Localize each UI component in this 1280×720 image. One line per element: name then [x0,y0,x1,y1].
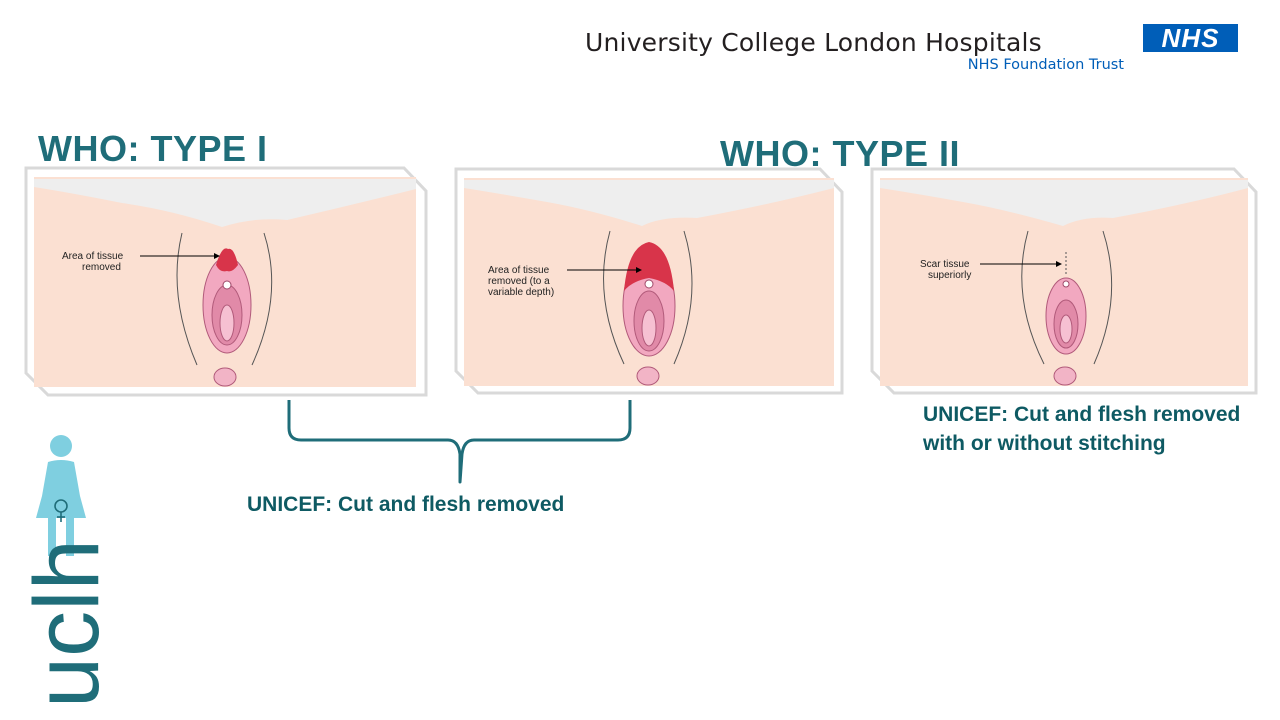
diagram-panel-type-one-variant: Area of tissue removed (to a variable de… [452,166,846,398]
panel-label-line: Area of tissue [488,265,550,276]
panel-label-line: superiorly [928,270,971,281]
panel-label-line: Scar tissue [920,259,970,270]
caption-group-two: UNICEF: Cut and flesh removed with or wi… [923,403,1241,455]
panel-label-line: Area of tissue [62,251,124,262]
heading-type-two: WHO: Type II [720,133,960,174]
trust-name: NHS Foundation Trust [967,57,1124,73]
diagram-panel-type-two: Scar tissue superiorly [868,166,1260,398]
panel-label-line: removed [82,262,121,273]
organisation-name: University College London Hospitals [585,28,1042,57]
diagram-panel-type-one: Area of tissue removed [22,165,428,400]
heading-type-one: WHO: Type I [38,128,268,169]
panel-label-line: variable depth) [488,287,554,298]
female-figure-icon [30,432,92,567]
panel-label-line: removed (to a [488,276,550,287]
uclh-logo-text: uclh [16,539,118,708]
nhs-logo: NHS [1143,24,1238,52]
grouping-brace [282,398,638,489]
caption-group-one: UNICEF: Cut and flesh removed [247,493,565,516]
